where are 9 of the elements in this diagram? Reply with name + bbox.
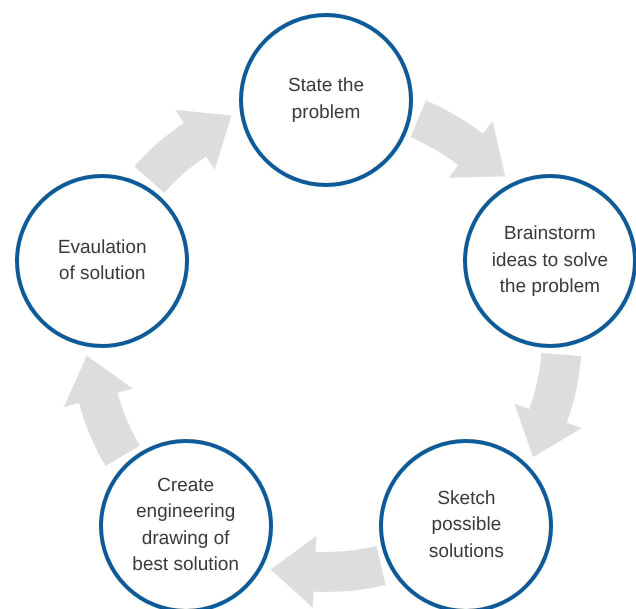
curved-arrow bbox=[270, 536, 386, 608]
step-label: Evaulation of solution bbox=[56, 236, 148, 286]
step-label: Create engineering drawing of best solution bbox=[131, 474, 240, 578]
curved-arrow bbox=[410, 100, 506, 179]
curved-arrow bbox=[64, 356, 140, 466]
curved-arrow bbox=[514, 352, 582, 458]
step-label: State the problem bbox=[286, 74, 366, 125]
step-label: Sketch possible solutions bbox=[428, 486, 505, 564]
step-label: Brainstorm ideas to solve the problem bbox=[490, 222, 609, 300]
